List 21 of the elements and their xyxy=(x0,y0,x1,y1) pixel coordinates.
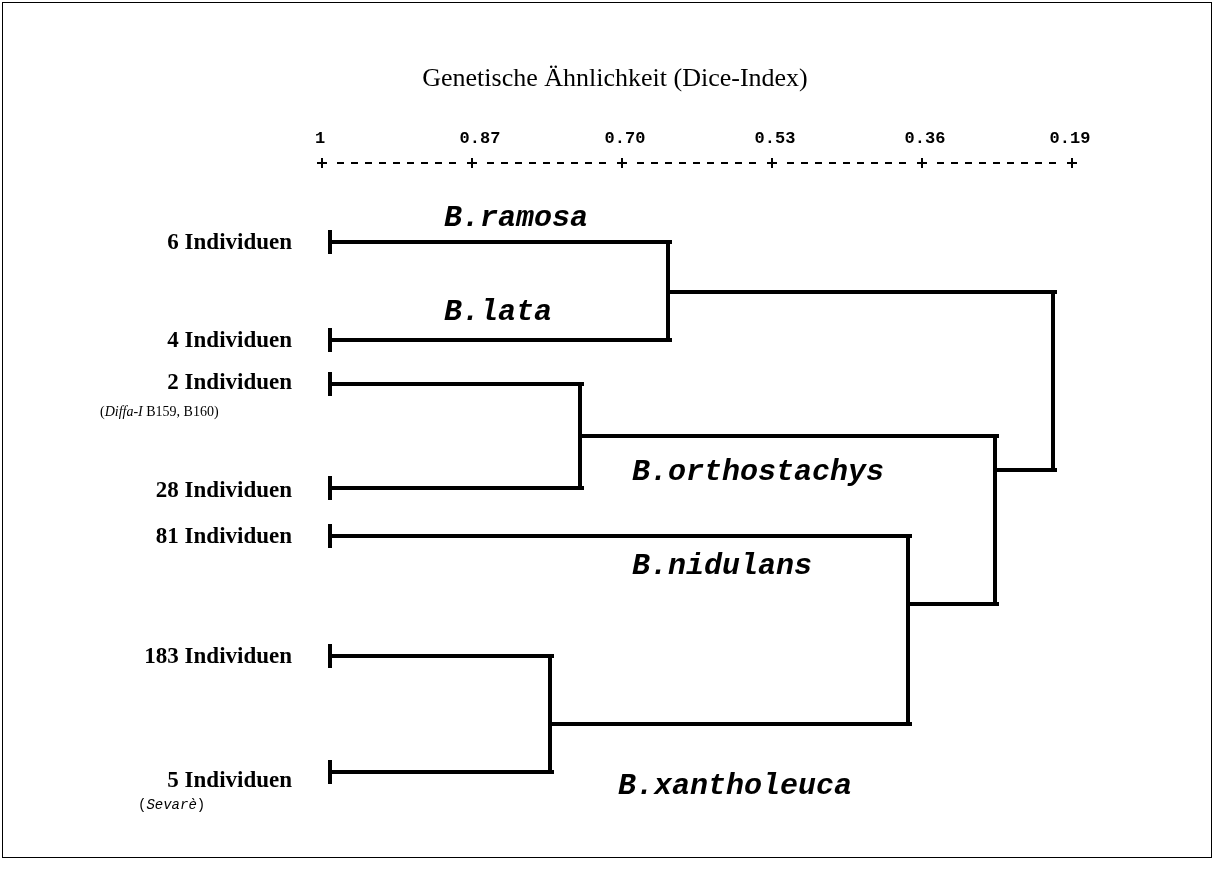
leaf-label: 28 Individuen xyxy=(155,477,292,502)
leaf-label: 183 Individuen xyxy=(144,643,292,668)
tick-label: 0.53 xyxy=(754,129,796,148)
species-label: B.xantholeuca xyxy=(618,769,853,803)
leaf-label: 5 Individuen xyxy=(167,767,292,792)
species-label: B.nidulans xyxy=(632,549,813,583)
tick-label: 0.87 xyxy=(459,129,501,148)
species-label: B.orthostachys xyxy=(632,455,885,489)
species-label: B.ramosa xyxy=(444,201,589,235)
tick-label: 0.19 xyxy=(1049,129,1091,148)
leaf-label: 4 Individuen xyxy=(167,327,292,352)
species-label: B.lata xyxy=(444,295,553,329)
leaf-label: 6 Individuen xyxy=(167,229,292,254)
tick-label: 0.70 xyxy=(604,129,646,148)
tick-label: 0.36 xyxy=(904,129,946,148)
leaf-label: 81 Individuen xyxy=(155,523,292,548)
tick-label: 1 xyxy=(314,129,326,148)
sample-note: (Sevarè) xyxy=(138,797,206,813)
sample-note: (Diffa-I B159, B160) xyxy=(100,404,219,419)
chart-title: Genetische Ähnlichkeit (Dice-Index) xyxy=(421,62,809,94)
leaf-label: 2 Individuen xyxy=(167,369,292,394)
